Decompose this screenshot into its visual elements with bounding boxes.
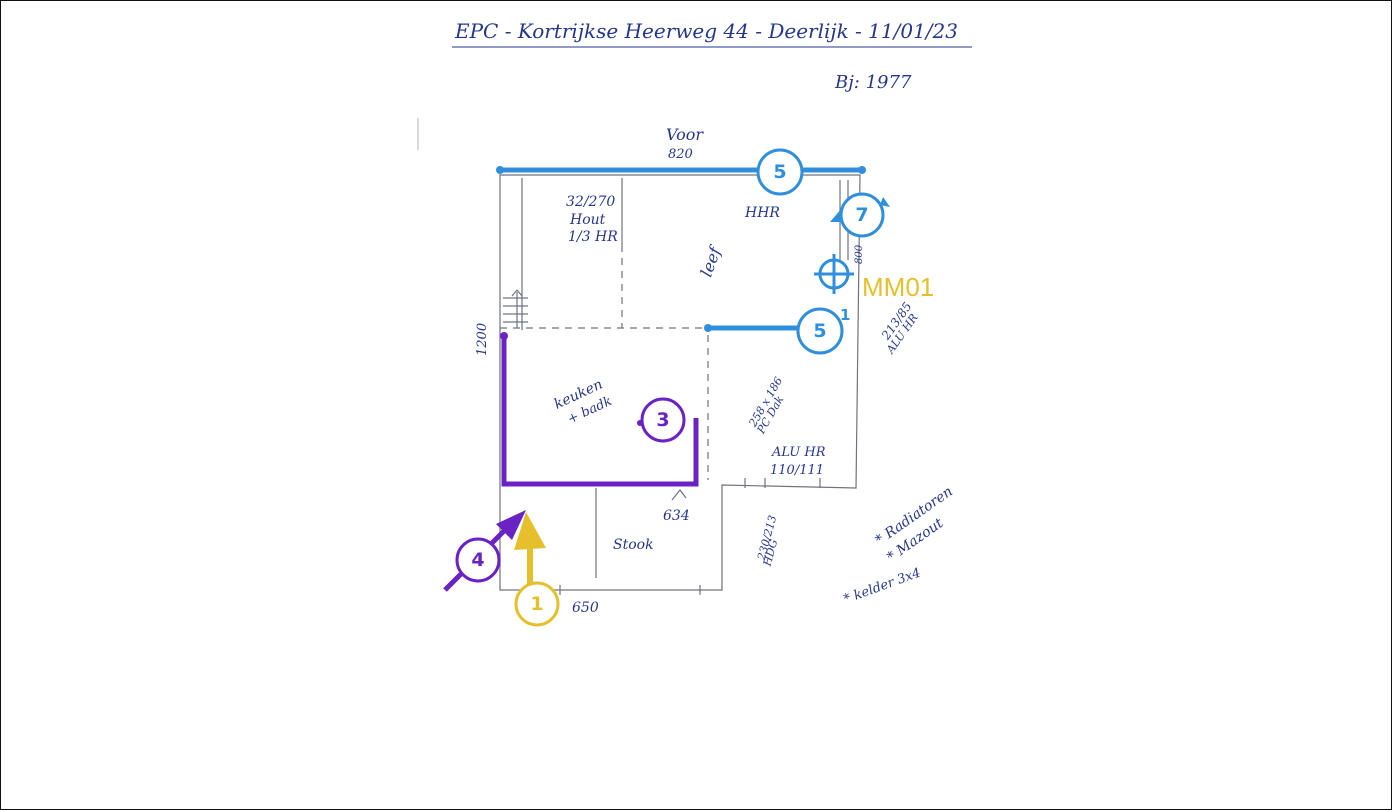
window-rear-2: 110/111 bbox=[770, 463, 824, 478]
bottom-width: 650 bbox=[572, 600, 599, 616]
left-measure: 1200 bbox=[475, 323, 490, 356]
marker-4[interactable]: 4 bbox=[443, 510, 526, 592]
window-front-left-2: Hout bbox=[569, 212, 606, 228]
crosshair-icon[interactable] bbox=[814, 254, 854, 294]
pencil-plan bbox=[499, 174, 861, 595]
window-front-left-1: 32/270 bbox=[566, 194, 615, 210]
side-measure: 800 bbox=[854, 244, 865, 264]
svg-text:1: 1 bbox=[530, 593, 543, 615]
marker-1[interactable]: 1 bbox=[514, 512, 560, 627]
marker-3[interactable]: 3 bbox=[637, 397, 686, 443]
svg-text:4: 4 bbox=[471, 549, 484, 571]
build-year: Bj: 1977 bbox=[834, 72, 912, 93]
window-rear-1: ALU HR bbox=[771, 445, 826, 460]
room-living: leef bbox=[696, 242, 725, 280]
svg-text:7: 7 bbox=[855, 204, 868, 226]
svg-text:3: 3 bbox=[656, 409, 669, 431]
window-front-left-3: 1/3 HR bbox=[568, 229, 618, 245]
rear-measure: 634 bbox=[663, 508, 690, 524]
mm01-small-number: 1 bbox=[840, 306, 850, 324]
marker-7[interactable]: 7 bbox=[830, 192, 890, 238]
svg-text:5: 5 bbox=[813, 320, 826, 342]
purple-wall-outline[interactable] bbox=[500, 332, 699, 487]
front-label: Voor bbox=[666, 125, 704, 144]
marker-5-mid[interactable]: 5 bbox=[796, 307, 844, 355]
note-3: * kelder 3x4 bbox=[842, 566, 923, 608]
marker-5-top[interactable]: 5 bbox=[756, 148, 804, 196]
mm01-label: MM01 bbox=[862, 272, 934, 302]
sketch-title: EPC - Kortrijkse Heerweg 44 - Deerlijk -… bbox=[454, 19, 958, 43]
front-width: 820 bbox=[668, 147, 693, 162]
svg-text:5: 5 bbox=[773, 161, 786, 183]
room-storage: Stook bbox=[613, 537, 654, 553]
window-front-right: HHR bbox=[744, 205, 780, 221]
blue-wall-front[interactable] bbox=[496, 166, 866, 174]
